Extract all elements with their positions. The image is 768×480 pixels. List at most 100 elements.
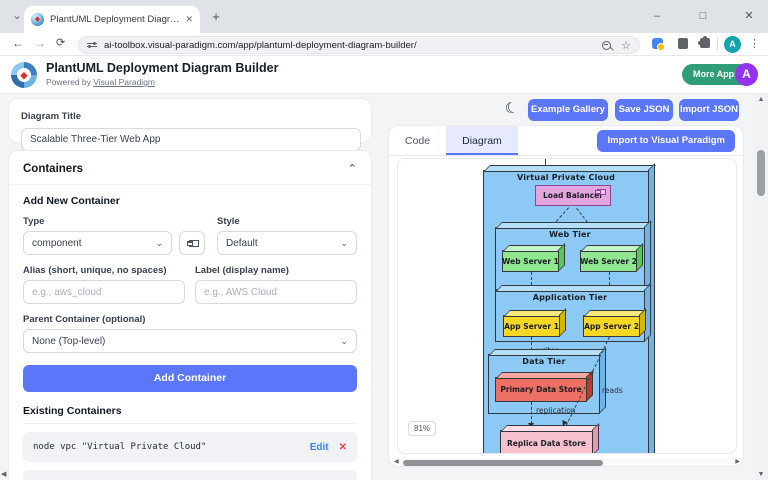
extension-icon[interactable] xyxy=(652,38,665,51)
powered-by: Powered by Visual Paradigm xyxy=(46,77,155,87)
node-label: Replica Data Store xyxy=(507,438,586,448)
new-tab-button[interactable]: + xyxy=(212,9,220,24)
component-icon xyxy=(187,240,199,247)
import-json-button[interactable]: Import JSON xyxy=(679,99,739,121)
diagram-title-label: Diagram Title xyxy=(21,111,82,122)
parent-container-select[interactable]: None (Top-level) ⌄ xyxy=(23,329,357,353)
scrollbar-thumb[interactable] xyxy=(403,459,603,466)
delete-icon[interactable]: ✕ xyxy=(338,441,347,453)
example-gallery-button[interactable]: Example Gallery xyxy=(528,99,608,121)
reload-icon[interactable]: ⟳ xyxy=(56,37,66,49)
edge-line xyxy=(531,402,532,424)
logo-diamond-icon: ◆ xyxy=(17,68,31,82)
tab-search-icon[interactable]: ⌄ xyxy=(12,10,22,22)
alias-field: Alias (short, unique, no spaces) xyxy=(23,265,185,304)
extension-icon[interactable] xyxy=(678,38,688,49)
forward-icon[interactable]: → xyxy=(34,36,46,50)
chevron-down-icon: ⌄ xyxy=(340,237,348,248)
container-row: node vpc "Virtual Private Cloud" Edit ✕ xyxy=(23,432,357,462)
powered-by-text: Powered by xyxy=(46,77,91,87)
horizontal-scrollbar[interactable]: ◀ ▶ xyxy=(392,458,742,466)
chevron-down-icon: ⌄ xyxy=(155,237,163,248)
style-field: Style Default ⌄ xyxy=(217,216,357,255)
save-json-button[interactable]: Save JSON xyxy=(615,99,673,121)
address-bar[interactable]: ai-toolbox.visual-paradigm.com/app/plant… xyxy=(78,36,640,54)
parent-value: None (Top-level) xyxy=(32,335,106,347)
node-title: Data Tier xyxy=(522,357,566,366)
diagram-canvas: Virtual Private Cloud Load Balancer Web … xyxy=(397,158,737,454)
scroll-right-icon[interactable]: ▶ xyxy=(735,459,740,465)
component-icon-button[interactable] xyxy=(179,231,205,255)
tab-code[interactable]: Code xyxy=(405,134,431,147)
extensions-puzzle-icon[interactable] xyxy=(698,36,710,48)
node-label: Web Server 1 xyxy=(502,256,559,266)
add-new-container-title: Add New Container xyxy=(23,195,120,207)
vertical-scrollbar[interactable]: ▲ ▼ xyxy=(754,94,768,480)
alias-input[interactable] xyxy=(23,280,185,304)
container-row: node web_tier "Web Tier" (in vpc) Edit ✕ xyxy=(23,470,357,480)
node-label: Load Balancer xyxy=(543,191,603,200)
chevron-down-icon: ⌄ xyxy=(340,335,348,346)
type-value: component xyxy=(32,237,82,249)
containers-title: Containers xyxy=(23,162,84,175)
window-close-button[interactable]: ✕ xyxy=(744,10,754,22)
diagram-title-card: Diagram Title xyxy=(8,98,372,151)
container-code: node vpc "Virtual Private Cloud" xyxy=(33,442,207,452)
dark-mode-moon-icon[interactable]: ☾ xyxy=(503,98,521,119)
zoom-level-badge: 81% xyxy=(408,421,437,436)
node-app-server-1: App Server 1 xyxy=(503,315,560,337)
node-web-server-1: Web Server 1 xyxy=(502,250,559,272)
existing-containers-title: Existing Containers xyxy=(23,405,357,424)
collapse-chevron-icon[interactable]: ⌃ xyxy=(347,163,357,175)
tab-diagram[interactable]: Diagram xyxy=(446,126,518,155)
type-select[interactable]: component ⌄ xyxy=(23,231,172,255)
site-info-icon[interactable] xyxy=(87,41,97,49)
browser-menu-icon[interactable]: ⋮ xyxy=(749,38,760,50)
alias-label: Alias (short, unique, no spaces) xyxy=(23,265,167,276)
node-label: Web Server 2 xyxy=(580,256,637,266)
browser-profile-avatar[interactable]: A xyxy=(724,36,741,53)
preview-tabs: Code Diagram Import to Visual Paradigm xyxy=(389,126,743,156)
edge-label: replication xyxy=(536,406,576,415)
style-select[interactable]: Default ⌄ xyxy=(217,231,357,255)
scrollbar-thumb[interactable] xyxy=(757,150,765,196)
window-maximize-button[interactable]: □ xyxy=(699,10,707,22)
preview-panel: Code Diagram Import to Visual Paradigm V… xyxy=(388,125,744,467)
browser-tab[interactable]: ◆ PlantUML Deployment Diagram ✕ xyxy=(24,6,200,33)
add-container-button[interactable]: Add Container xyxy=(23,365,357,392)
account-avatar[interactable]: A xyxy=(735,63,758,86)
edge-label: reads xyxy=(602,386,623,395)
scroll-left-icon[interactable]: ◀ xyxy=(1,471,7,478)
import-to-visual-paradigm-button[interactable]: Import to Visual Paradigm xyxy=(597,130,735,152)
visual-paradigm-link[interactable]: Visual Paradigm xyxy=(93,77,156,87)
style-value: Default xyxy=(226,237,258,249)
scroll-down-icon[interactable]: ▼ xyxy=(757,471,765,478)
app-title: PlantUML Deployment Diagram Builder xyxy=(46,61,279,75)
node-app-server-2: App Server 2 xyxy=(583,315,640,337)
node-label: App Server 1 xyxy=(504,321,559,331)
scroll-left-icon[interactable]: ◀ xyxy=(394,459,399,465)
page-zoom-icon[interactable] xyxy=(602,40,612,50)
label-field: Label (display name) xyxy=(195,265,357,304)
window-minimize-button[interactable]: – xyxy=(653,10,661,22)
style-label: Style xyxy=(217,216,240,227)
scroll-up-icon[interactable]: ▲ xyxy=(757,96,765,103)
parent-field: Parent Container (optional) None (Top-le… xyxy=(23,314,357,353)
bookmark-star-icon[interactable]: ☆ xyxy=(621,39,631,52)
node-primary-data-store: Primary Data Store xyxy=(495,377,587,402)
node-web-server-2: Web Server 2 xyxy=(580,250,637,272)
node-title: Web Tier xyxy=(549,230,591,239)
back-icon[interactable]: ← xyxy=(12,36,24,50)
label-input[interactable] xyxy=(195,280,357,304)
node-label: Primary Data Store xyxy=(500,385,582,394)
diagram-title-input[interactable] xyxy=(21,128,361,151)
containers-header[interactable]: Containers ⌃ xyxy=(9,151,371,185)
label-label: Label (display name) xyxy=(195,265,289,276)
containers-body: Add New Container Type component ⌄ Style xyxy=(9,185,371,480)
url-text[interactable]: ai-toolbox.visual-paradigm.com/app/plant… xyxy=(104,39,417,51)
tab-close-icon[interactable]: ✕ xyxy=(185,14,193,24)
more-apps-button[interactable]: More Apps xyxy=(682,64,751,85)
node-label: App Server 2 xyxy=(584,321,639,331)
edit-link[interactable]: Edit xyxy=(309,441,329,453)
